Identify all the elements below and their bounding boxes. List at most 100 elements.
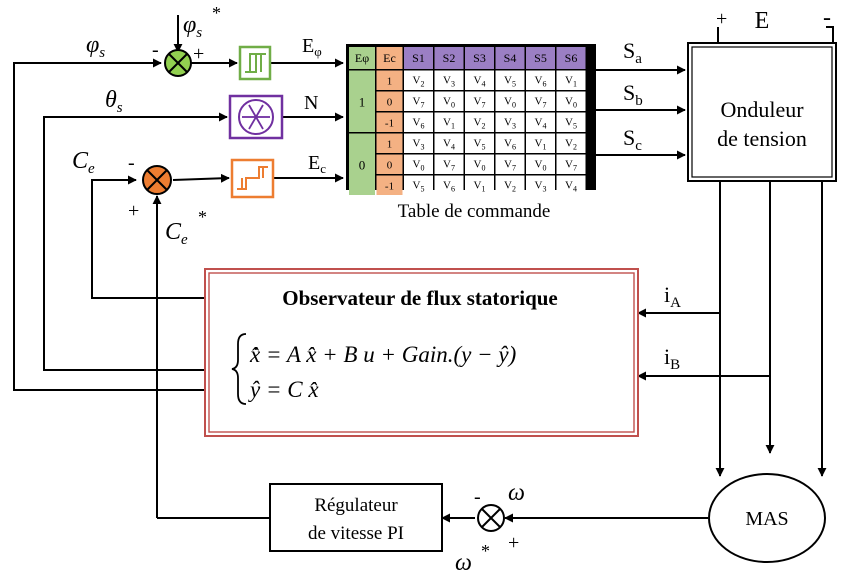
table-header-cell <box>465 47 494 69</box>
sign-speed-plus: + <box>508 532 519 554</box>
summer-flux <box>164 49 192 77</box>
table-cell <box>556 175 586 195</box>
table-header-cell <box>376 47 403 69</box>
table-vector-value: V2 <box>504 180 516 194</box>
label-ce-ref: Ce <box>165 219 188 248</box>
table-vector-value: V0 <box>565 96 577 110</box>
table-cell <box>465 175 494 195</box>
regulator-label-line2: de vitesse PI <box>308 523 404 544</box>
table-header-cell <box>526 47 555 69</box>
table-ec-cell <box>376 133 403 153</box>
table-header-label: S1 <box>412 51 425 65</box>
table-vector-value: V3 <box>504 117 516 131</box>
flux-observer-block: Observateur de flux statorique x̂̇ = A x… <box>204 268 639 437</box>
sector-detection-block <box>228 94 284 140</box>
label-omega: ω <box>508 480 525 506</box>
table-ec-cell <box>376 70 403 90</box>
table-vector-value: V0 <box>443 96 455 110</box>
table-ec-cell <box>376 175 403 195</box>
inverter-block: Onduleur de tension <box>687 42 837 182</box>
inverter-label-line1: Onduleur <box>720 97 804 122</box>
wires <box>13 15 834 523</box>
table-ec-value: 0 <box>387 97 393 109</box>
table-vector-value: V1 <box>565 75 577 89</box>
three-level-hysteresis-icon <box>237 166 268 190</box>
table-cell <box>495 175 525 195</box>
table-vector-value: V3 <box>535 180 547 194</box>
table-header-label: Ec <box>383 51 396 65</box>
label-ib: iB <box>664 344 680 373</box>
table-vector-value: V7 <box>504 159 516 173</box>
table-vector-value: V6 <box>443 180 455 194</box>
regulator-label-line1: Régulateur <box>314 495 398 516</box>
sign-flux-minus: - <box>152 39 159 61</box>
label-sc: Sc <box>623 125 642 154</box>
sign-supply-plus: + <box>716 8 727 30</box>
wire-theta-feedback <box>43 112 228 371</box>
label-ia: iA <box>664 282 681 311</box>
sign-torque-minus: - <box>128 152 135 174</box>
label-ce: Ce <box>72 148 95 177</box>
table-vector-value: V7 <box>474 96 486 110</box>
table-ephi-value: 1 <box>359 94 366 109</box>
table-header-label: S2 <box>443 51 456 65</box>
table-cell <box>556 70 586 90</box>
table-cell <box>556 112 586 132</box>
table-vector-value: V5 <box>504 75 516 89</box>
sign-speed-minus: - <box>474 486 481 508</box>
table-header-cell <box>404 47 433 69</box>
table-vector-value: V0 <box>474 159 486 173</box>
table-vector-value: V7 <box>535 96 547 110</box>
sign-flux-plus: + <box>193 43 204 65</box>
table-cell <box>465 112 494 132</box>
table-header-label: S4 <box>504 51 517 65</box>
label-e-phi: Eφ <box>302 35 322 59</box>
wire-torque-error <box>172 173 230 183</box>
observer-title: Observateur de flux statorique <box>282 286 558 310</box>
equation-brace-icon <box>231 333 247 405</box>
table-header-label: S5 <box>534 51 547 65</box>
table-vector-value: V3 <box>413 138 425 152</box>
table-vector-value: V5 <box>565 117 577 131</box>
wire-torque-feedback <box>91 175 205 299</box>
label-phi-s-ref: φs <box>183 12 202 41</box>
signal-labels: φs φs * θs Ce Ce * Eφ N Ec Sa Sb Sc E iA… <box>72 3 769 576</box>
label-omega-ref: ω <box>455 550 472 576</box>
table-header-cell <box>349 47 375 69</box>
table-cell <box>434 70 464 90</box>
table-vector-value: V2 <box>565 138 577 152</box>
table-vector-value: V2 <box>413 75 425 89</box>
table-header-cell <box>556 47 586 69</box>
hysteresis-torque-block <box>230 158 275 199</box>
table-cell <box>526 133 555 153</box>
label-theta-s: θs <box>105 87 123 116</box>
table-cell <box>556 133 586 153</box>
table-cell <box>495 133 525 153</box>
table-cell <box>465 70 494 90</box>
table-ephi-cell <box>349 70 375 132</box>
wire-supply-minus <box>826 26 834 43</box>
table-cell <box>495 154 525 174</box>
table-cell <box>526 91 555 111</box>
table-cell <box>526 175 555 195</box>
table-header-cell <box>495 47 525 69</box>
two-level-hysteresis-icon <box>245 53 266 73</box>
table-cell <box>434 112 464 132</box>
table-cell <box>434 133 464 153</box>
table-cell <box>495 91 525 111</box>
observer-equation-output: ŷ = C x̂ <box>248 377 319 402</box>
table-vector-value: V4 <box>443 138 455 152</box>
table-vector-value: V4 <box>535 117 547 131</box>
table-cell <box>495 112 525 132</box>
hysteresis-flux-block <box>238 45 272 81</box>
summer-signs: - + - + + - - + <box>128 5 831 554</box>
wire-flux-feedback <box>13 58 205 391</box>
table-cell <box>404 154 433 174</box>
table-ec-cell <box>376 112 403 132</box>
table-vector-value: V4 <box>565 180 577 194</box>
table-vector-value: V1 <box>443 117 455 131</box>
table-cell <box>526 154 555 174</box>
table-cell <box>465 91 494 111</box>
table-cell <box>434 91 464 111</box>
table-ec-value: -1 <box>385 181 394 193</box>
